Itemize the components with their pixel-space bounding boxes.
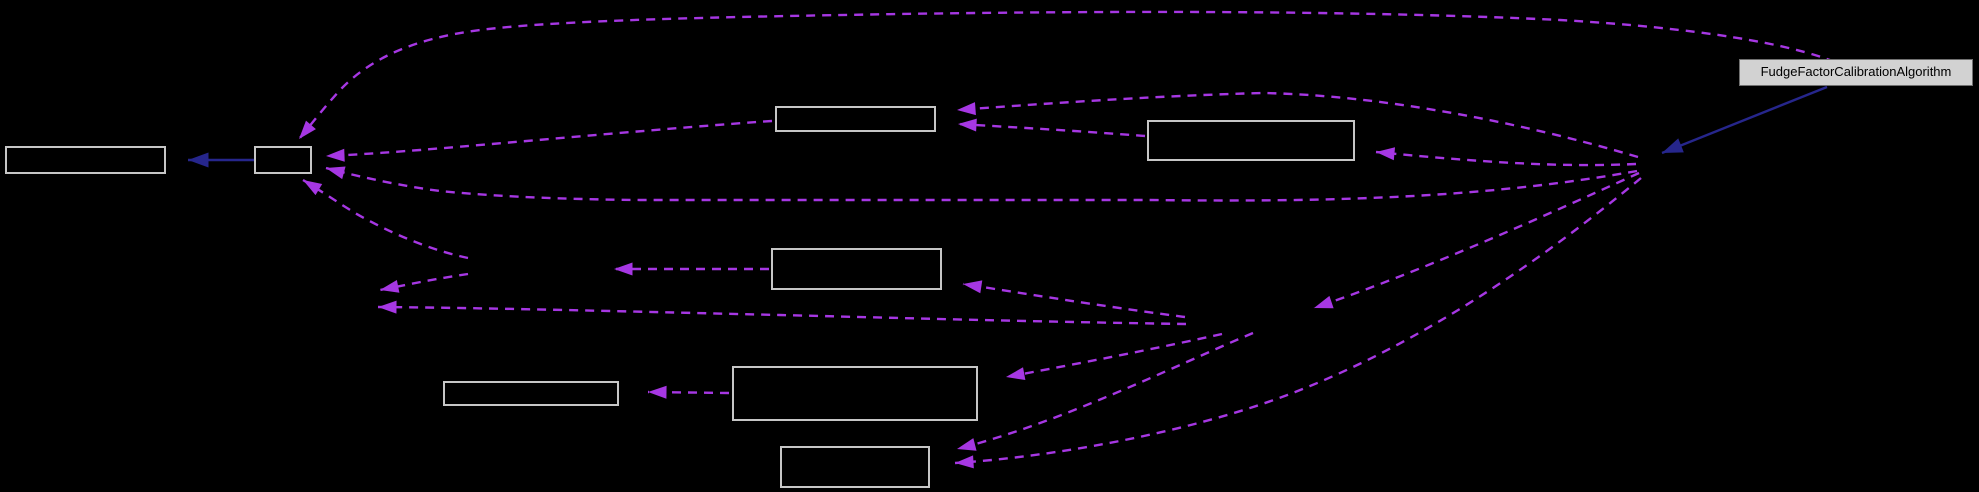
edge-into-mid-right <box>962 280 1186 319</box>
edge-long-low-left <box>377 300 1187 326</box>
edge-hook-left <box>379 272 469 293</box>
edge-rightmid-to-topmid <box>957 118 1146 138</box>
edge-topmid-to-small-upper <box>325 119 773 162</box>
edge-into-small-bottom <box>302 178 469 260</box>
node-middle[interactable] <box>771 248 942 290</box>
edge-hub-to-small-lower <box>325 166 1638 202</box>
node-top-middle[interactable] <box>775 106 936 132</box>
edge-inheritance-highlight-to-hub <box>1661 85 1828 155</box>
edge-hub-to-topmid <box>956 91 1639 159</box>
edge-into-bigbottom <box>1005 332 1223 381</box>
node-small[interactable] <box>254 146 312 174</box>
edge-top-arc <box>298 10 1836 140</box>
node-large-bottom[interactable] <box>732 366 978 421</box>
node-fudge-factor-calibration-algorithm[interactable]: FudgeFactorCalibrationAlgorithm <box>1739 59 1973 86</box>
edge-hub-downleft <box>1313 171 1640 310</box>
node-small-bottom[interactable] <box>443 381 619 406</box>
node-right-middle[interactable] <box>1147 120 1355 161</box>
node-left[interactable] <box>5 146 166 174</box>
edge-bigbottom-to-smallbottom <box>647 385 730 399</box>
node-bottom[interactable] <box>780 446 930 488</box>
edge-hub-to-rightmid <box>1375 147 1637 167</box>
edge-into-bottom-upper <box>956 331 1254 451</box>
edge-hub-to-bottom <box>954 177 1642 469</box>
